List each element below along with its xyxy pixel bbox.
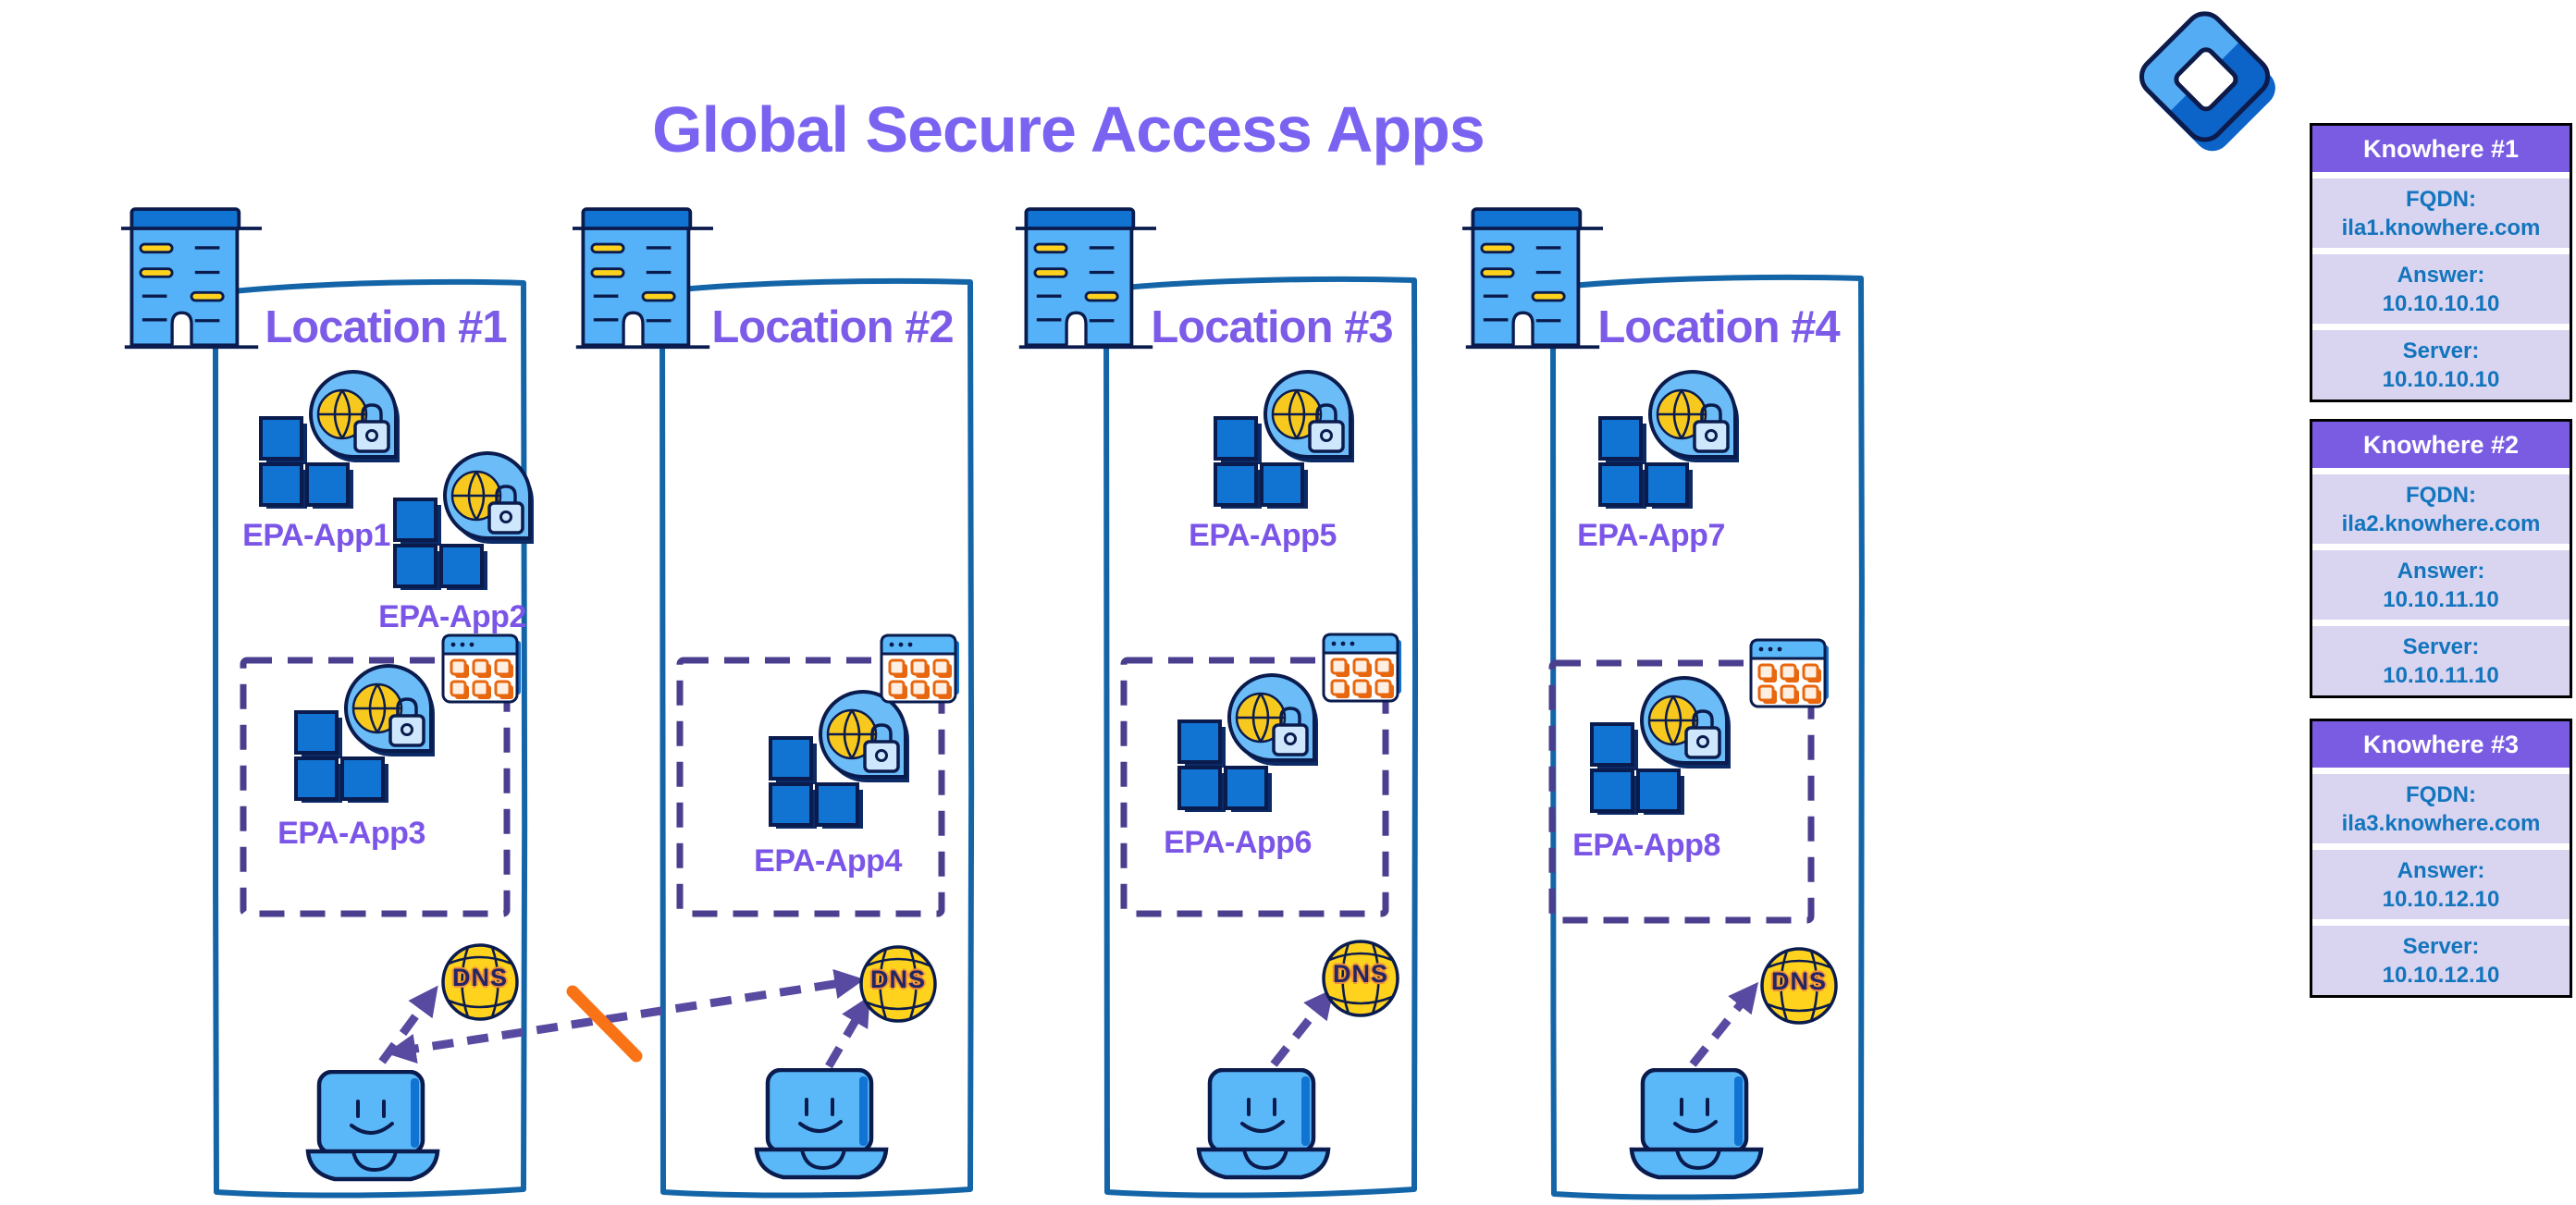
panel-row: FQDN:ila1.knowhere.com — [2312, 178, 2570, 248]
app-grid-browser-icon — [1322, 631, 1403, 709]
epa-app1-label: EPA-App1 — [242, 518, 390, 553]
dns-globe-icon: DNS — [857, 943, 939, 1025]
app-grid-browser-icon — [441, 632, 523, 710]
dns-table-knowhere-2: Knowhere #2 FQDN:ila2.knowhere.com Answe… — [2310, 419, 2572, 698]
location-1-border — [212, 278, 528, 1199]
app-grid-browser-icon — [1749, 636, 1830, 715]
panel-row: Answer:10.10.12.10 — [2312, 850, 2570, 919]
epa-app-icon — [257, 368, 401, 513]
panel-title: Knowhere #2 — [2312, 422, 2570, 468]
location-2-border — [659, 277, 975, 1199]
epa-app8-label: EPA-App8 — [1572, 828, 1720, 863]
dns-badge: DNS — [1770, 967, 1827, 995]
dns-badge: DNS — [1332, 960, 1388, 988]
dns-globe-icon: DNS — [439, 941, 521, 1023]
location-3-title: Location #3 — [1151, 302, 1393, 352]
epa-app3-label: EPA-App3 — [277, 816, 425, 851]
panel-row: Server:10.10.10.10 — [2312, 330, 2570, 400]
dns-table-knowhere-3: Knowhere #3 FQDN:ila3.knowhere.com Answe… — [2310, 719, 2572, 998]
panel-row: FQDN:ila2.knowhere.com — [2312, 474, 2570, 544]
app-grid-browser-icon — [880, 632, 961, 710]
epa-app-icon — [292, 662, 436, 807]
dns-badge: DNS — [451, 964, 508, 991]
epa-app7-label: EPA-App7 — [1577, 518, 1725, 553]
panel-row: Server:10.10.12.10 — [2312, 926, 2570, 995]
location-3-border — [1103, 276, 1419, 1199]
cross-location-dns-arrow — [386, 968, 865, 1064]
epa-app-icon — [1176, 671, 1319, 817]
user-laptop-icon — [1629, 1068, 1768, 1189]
user-laptop-icon — [754, 1068, 893, 1189]
panel-title: Knowhere #1 — [2312, 126, 2570, 172]
panel-row: Answer:10.10.11.10 — [2312, 550, 2570, 620]
epa-app4-label: EPA-App4 — [754, 843, 902, 879]
blocked-slash-indicator-icon — [566, 985, 643, 1063]
global-secure-access-logo-icon — [2118, 4, 2294, 170]
dns-query-arrow-3 — [1270, 988, 1335, 1067]
dns-globe-icon: DNS — [1758, 945, 1840, 1027]
dns-query-arrow-4 — [1689, 981, 1759, 1067]
panel-row: FQDN:ila3.knowhere.com — [2312, 774, 2570, 843]
private-app-zone-4 — [1548, 659, 1815, 924]
private-app-zone-2 — [676, 657, 945, 917]
dns-badge: DNS — [869, 965, 926, 993]
page-title: Global Secure Access Apps — [652, 93, 1485, 166]
panel-row: Answer:10.10.10.10 — [2312, 254, 2570, 324]
dns-table-knowhere-1: Knowhere #1 FQDN:ila1.knowhere.com Answe… — [2310, 123, 2572, 402]
user-laptop-icon — [305, 1070, 444, 1191]
panel-title: Knowhere #3 — [2312, 721, 2570, 768]
epa-app-icon — [1588, 674, 1732, 819]
location-4-title: Location #4 — [1597, 302, 1840, 352]
panel-row: Server:10.10.11.10 — [2312, 626, 2570, 695]
location-1-title: Location #1 — [265, 302, 507, 352]
location-2-title: Location #2 — [711, 302, 954, 352]
dns-globe-icon: DNS — [1320, 938, 1401, 1019]
epa-app-icon — [1596, 368, 1740, 513]
epa-app6-label: EPA-App6 — [1164, 825, 1312, 860]
private-app-zone-3 — [1120, 657, 1389, 917]
epa-app5-label: EPA-App5 — [1189, 518, 1337, 553]
private-app-zone-1 — [240, 657, 511, 917]
epa-app-icon — [1212, 368, 1355, 513]
epa-app2-label: EPA-App2 — [378, 599, 526, 634]
dns-query-arrow-2 — [825, 995, 870, 1069]
user-laptop-icon — [1196, 1068, 1335, 1189]
